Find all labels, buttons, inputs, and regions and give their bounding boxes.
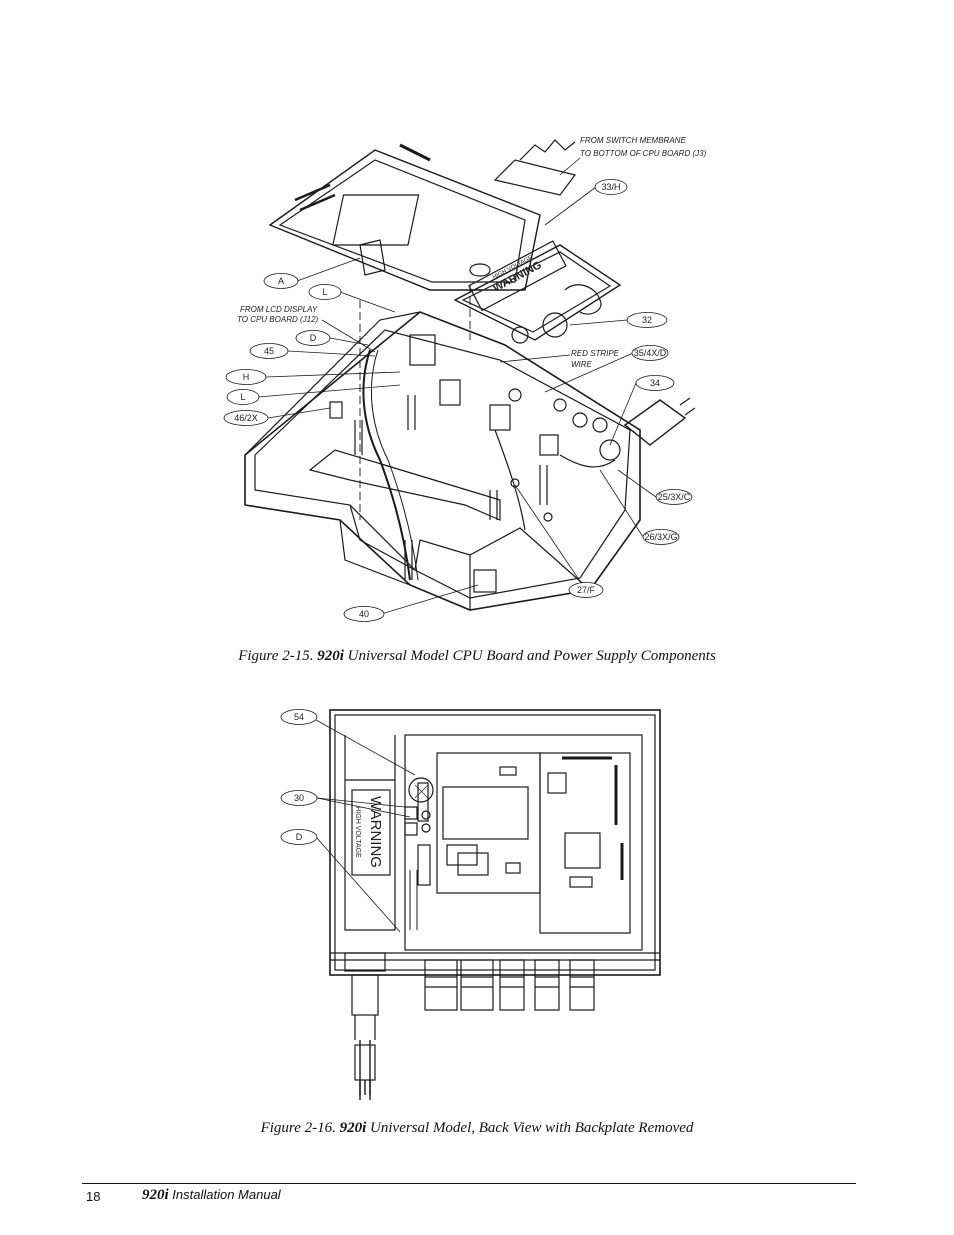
callout-27-f: 27/F	[577, 585, 596, 595]
figure-2-16-caption-rest: Universal Model, Back View with Backplat…	[366, 1120, 694, 1136]
figure-2-16-caption: Figure 2-16. 920i Universal Model, Back …	[0, 1120, 954, 1137]
figure-2-16-caption-model: 920i	[339, 1120, 367, 1136]
figure2-warning-label: WARNING	[367, 796, 384, 868]
note-switch-membrane-line1: FROM SWITCH MEMBRANE	[580, 136, 686, 145]
callout-34: 34	[650, 378, 660, 388]
figure-2-15-caption: Figure 2-15. 920i Universal Model CPU Bo…	[0, 648, 954, 665]
figure-2-15-caption-prefix: Figure 2-15.	[238, 648, 318, 664]
callout-54: 54	[294, 712, 304, 722]
note-switch-membrane-line2: TO BOTTOM OF CPU BOARD (J3)	[580, 149, 707, 158]
callout-D: D	[310, 333, 317, 343]
callout-25-3x-c: 25/3X/C	[658, 492, 691, 502]
page-number: 18	[86, 1189, 101, 1204]
figure-2-15-caption-rest: Universal Model CPU Board and Power Supp…	[343, 648, 716, 664]
figure-2-15-caption-model: 920i	[317, 648, 344, 664]
callout-45: 45	[264, 346, 274, 356]
figure2-high-voltage-label: HIGH VOLTAGE	[354, 806, 361, 858]
manual-title: 920i Installation Manual	[142, 1187, 281, 1204]
manual-title-model: 920i	[142, 1187, 169, 1203]
callout-H: H	[243, 372, 250, 382]
note-lcd-line2: TO CPU BOARD (J12)	[237, 315, 319, 324]
note-lcd-line1: FROM LCD DISPLAY	[240, 305, 318, 314]
callout-40: 40	[359, 609, 369, 619]
callout-33-h: 33/H	[601, 182, 620, 192]
callout-A: A	[278, 276, 284, 286]
callout-46-2x: 46/2X	[234, 413, 258, 423]
note-red-stripe-line2: WIRE	[571, 360, 593, 369]
callout-D-fig2: D	[296, 832, 303, 842]
note-red-stripe-line1: RED STRIPE	[571, 349, 620, 358]
manual-title-text: Installation Manual	[168, 1187, 281, 1202]
callout-L-top: L	[322, 287, 327, 297]
callout-35-4x-d: 35/4X/D	[634, 348, 667, 358]
callout-L-low: L	[240, 392, 245, 402]
callout-26-3x-g: 26/3X/G	[644, 532, 677, 542]
callout-32: 32	[642, 315, 652, 325]
figure-2-15-exploded-diagram: WARNING HIGH VOLTAGE	[223, 136, 707, 622]
figure-2-16-back-view-diagram: WARNING HIGH VOLTAGE	[280, 709, 661, 1100]
footer-rule	[82, 1183, 856, 1184]
callout-30: 30	[294, 793, 304, 803]
figure-2-16-caption-prefix: Figure 2-16.	[260, 1120, 340, 1136]
